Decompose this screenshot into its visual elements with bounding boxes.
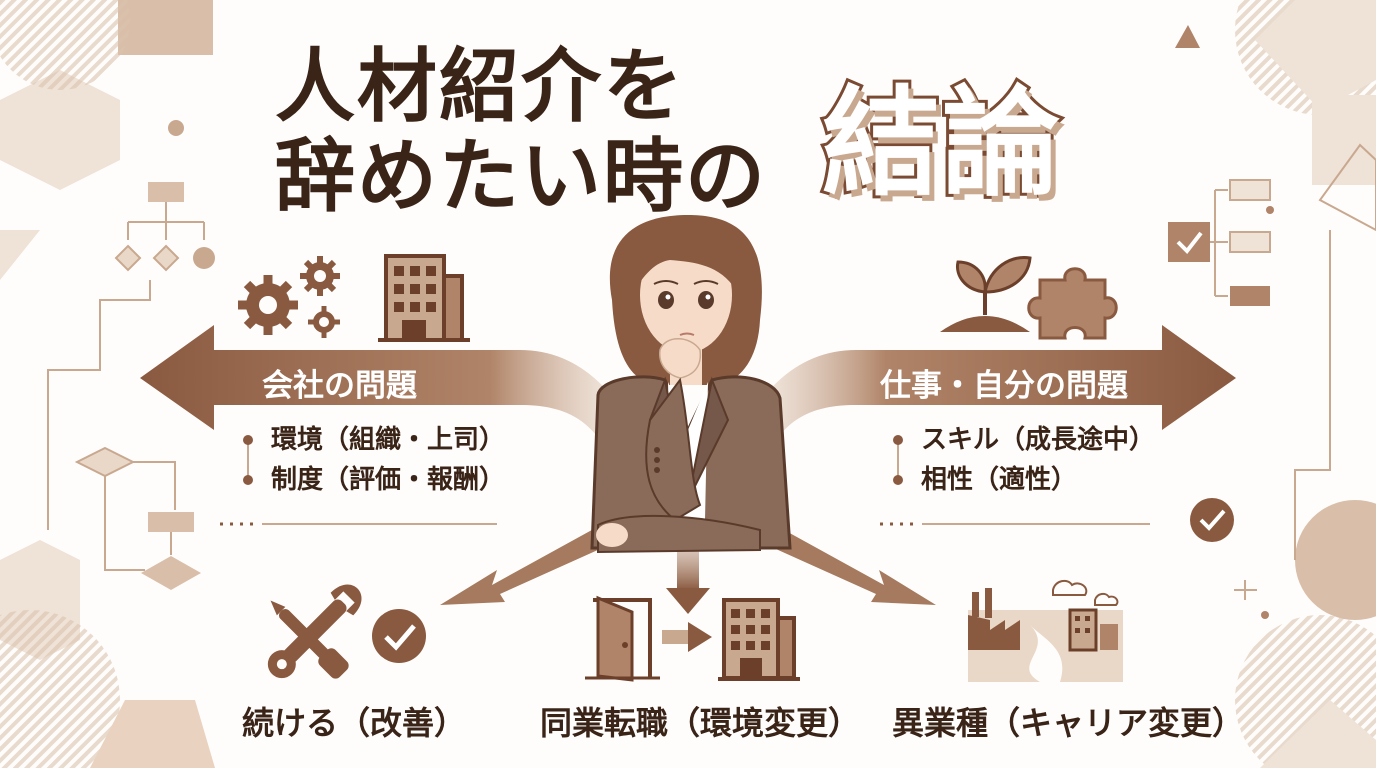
landscape-icon [968, 579, 1123, 682]
list-item: 環境（組織・上司） [243, 420, 505, 460]
door-icon [585, 595, 660, 682]
option-same-industry: 同業転職（環境変更） [540, 704, 861, 742]
right-branch-label: 仕事・自分の問題 [880, 368, 1128, 404]
bullet-icon [243, 475, 253, 485]
building-icon-2 [718, 598, 800, 681]
list-item: スキル（成長途中） [893, 420, 1155, 460]
bullet-icon [243, 435, 253, 445]
option-other-industry: 異業種（キャリア変更） [892, 704, 1245, 742]
flowchart-left [47, 182, 215, 590]
gears-icon [238, 256, 340, 338]
title-line-2: 辞めたい時の [275, 130, 767, 223]
move-arrow-icon [662, 622, 712, 652]
left-branch-list: 環境（組織・上司） 制度（評価・報酬） [243, 420, 505, 500]
left-branch-label: 会社の問題 [262, 368, 417, 404]
right-item-2: 相性（適性） [921, 465, 1078, 495]
check-circle-icon [372, 609, 426, 663]
separators [220, 440, 1150, 526]
list-item: 相性（適性） [893, 460, 1155, 500]
title-line-1: 人材紹介を [275, 40, 685, 133]
bullet-icon [893, 475, 903, 485]
left-item-1: 環境（組織・上司） [271, 425, 506, 455]
flowchart-right [1168, 179, 1331, 600]
puzzle-icon [1027, 267, 1118, 340]
thinking-woman-illustration [590, 215, 792, 554]
right-branch-list: スキル（成長途中） 相性（適性） [893, 420, 1155, 500]
bullet-icon [893, 435, 903, 445]
right-arrow [736, 325, 1236, 440]
title-highlight: 結論 [819, 74, 1063, 212]
left-arrow [140, 325, 640, 440]
building-icon [378, 254, 470, 342]
list-item: 制度（評価・報酬） [243, 460, 505, 500]
right-item-1: スキル（成長途中） [921, 425, 1156, 455]
tools-icon [267, 584, 362, 679]
sprout-icon [940, 256, 1032, 332]
left-item-2: 制度（評価・報酬） [271, 465, 506, 495]
option-continue: 続ける（改善） [242, 704, 467, 742]
